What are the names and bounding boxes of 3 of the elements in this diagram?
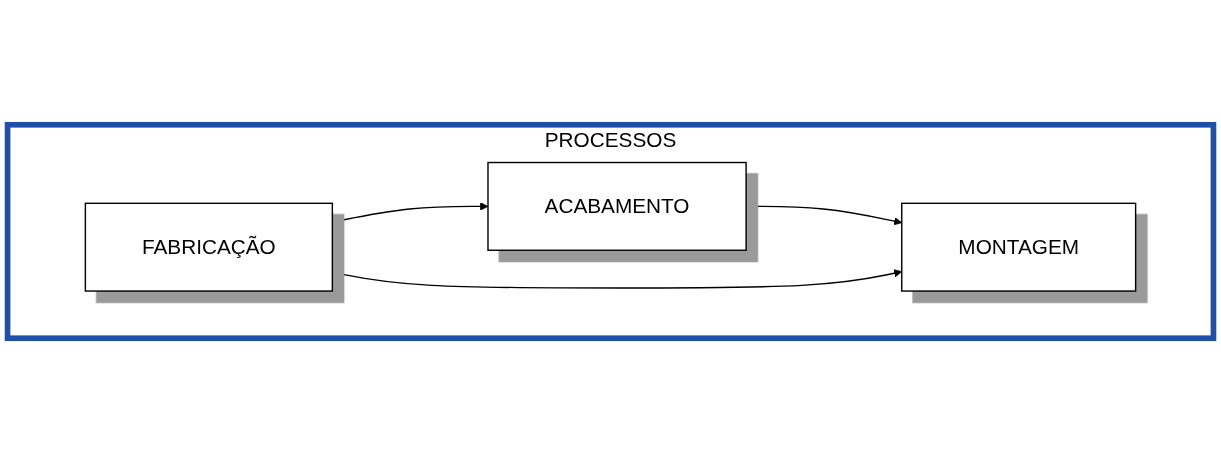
- node-box: FABRICAÇÃO: [84, 202, 334, 292]
- node-box: MONTAGEM: [901, 202, 1137, 292]
- node-box: ACABAMENTO: [487, 161, 747, 251]
